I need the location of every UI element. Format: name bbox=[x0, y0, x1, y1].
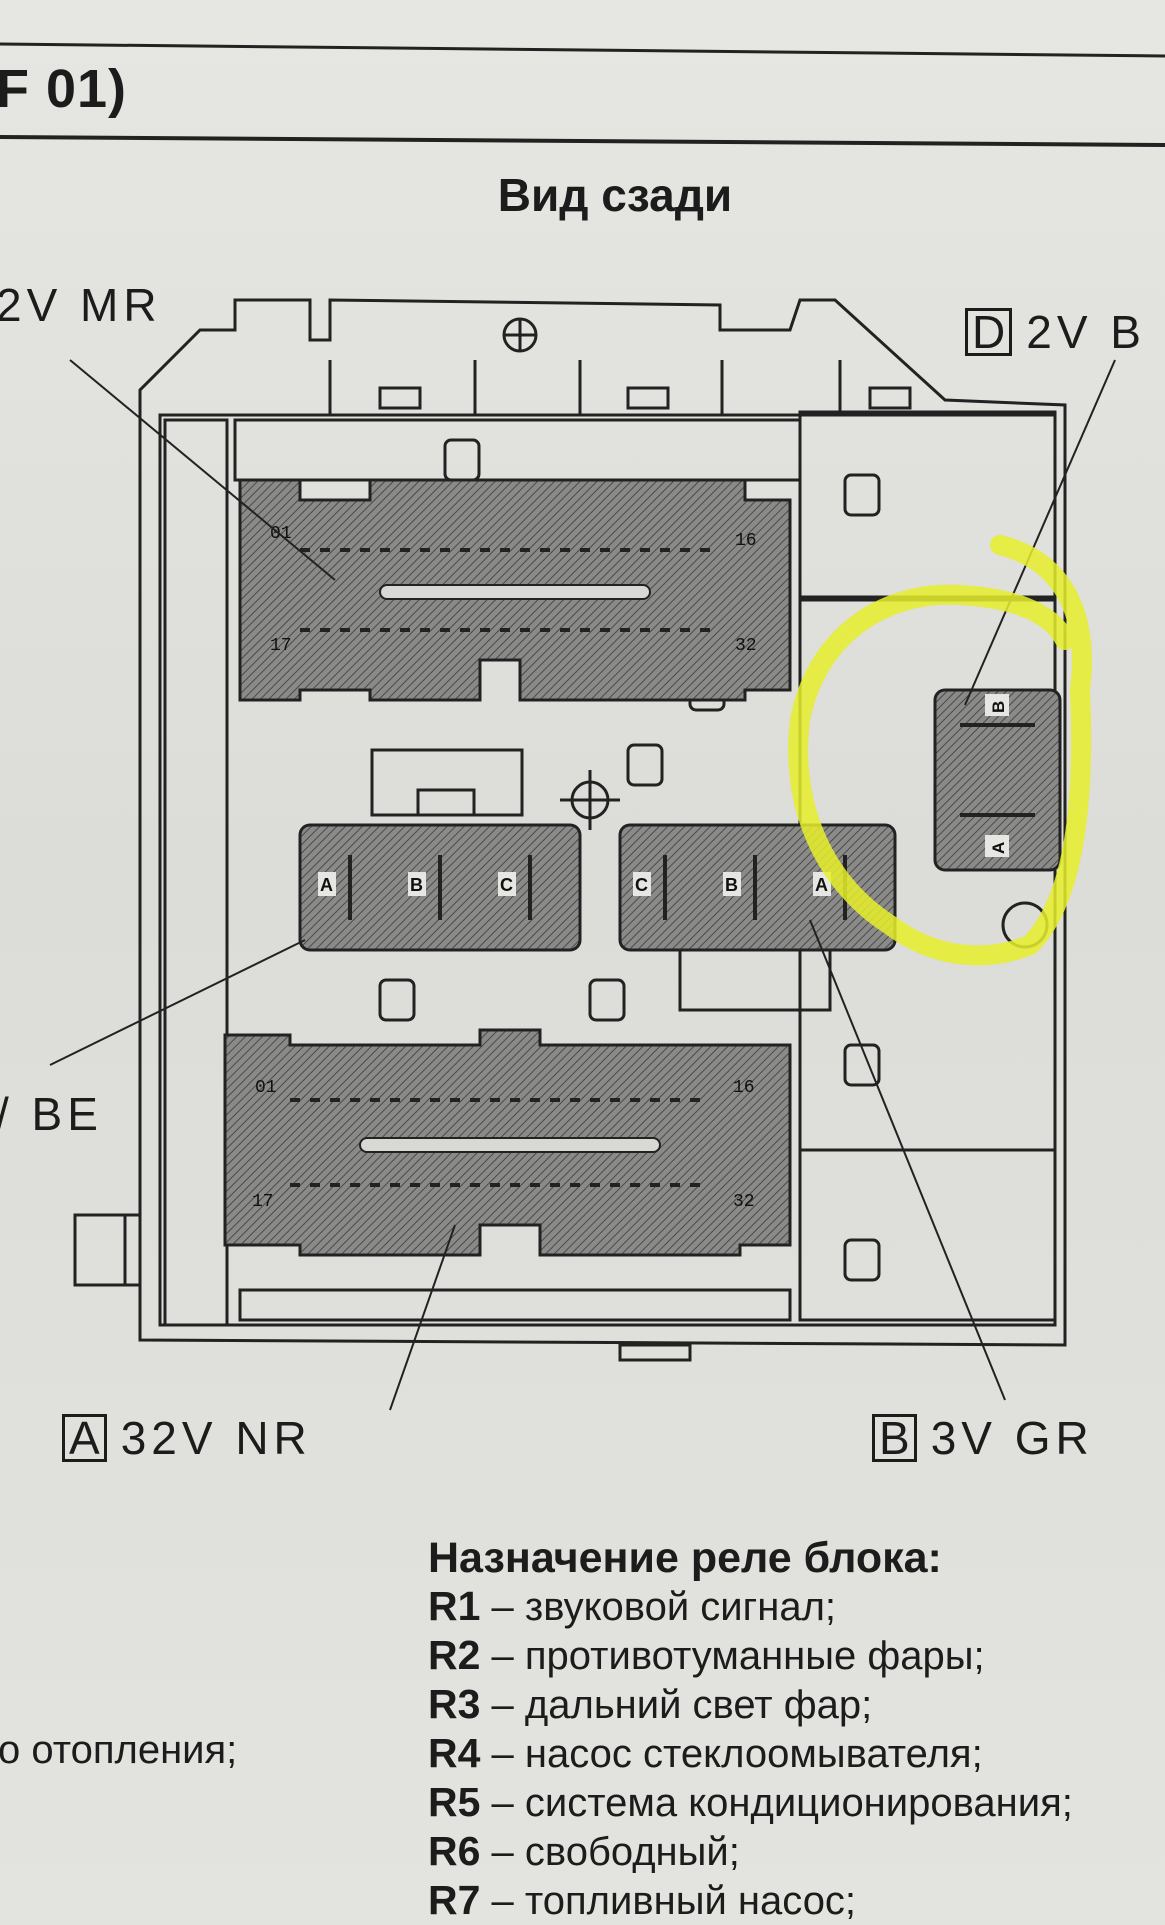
cut-off-text-fragment: о отопления; bbox=[0, 1728, 238, 1772]
legend-item: R6 – свободный; bbox=[428, 1828, 740, 1874]
pin-label: 16 bbox=[735, 531, 757, 551]
pin-label: 32 bbox=[733, 1192, 755, 1212]
header-rule-top bbox=[0, 42, 1165, 58]
pin-label: 32 bbox=[735, 636, 757, 656]
leader-lines bbox=[49, 359, 1116, 1411]
callout-top-left: 2V MR bbox=[0, 279, 162, 331]
diagram-title: Вид сзади bbox=[497, 169, 733, 221]
pin-label: 17 bbox=[252, 1192, 274, 1212]
relay-legend: Назначение реле блока: R1 – звуковой сиг… bbox=[428, 1534, 1073, 1925]
section-header-fragment: F 01) bbox=[0, 59, 128, 119]
callout-left: / BE bbox=[0, 1088, 103, 1140]
legend-title: Назначение реле блока: bbox=[428, 1534, 942, 1582]
pin-label: A bbox=[815, 875, 828, 895]
header-rule-bottom bbox=[0, 135, 1165, 147]
pin-label: 17 bbox=[270, 636, 292, 656]
legend-item: R1 – звуковой сигнал; bbox=[428, 1583, 837, 1629]
pin-label: B bbox=[725, 875, 738, 895]
legend-item: R7 – топливный насос; bbox=[428, 1877, 857, 1923]
connector-bottom-32pin: 01 16 17 32 bbox=[223, 1028, 792, 1257]
pin-label: A bbox=[320, 875, 333, 895]
connector-top-32pin: 01 16 17 32 bbox=[238, 478, 792, 702]
pin-label: A bbox=[989, 842, 1008, 854]
legend-item: R3 – дальний свет фар; bbox=[428, 1681, 873, 1727]
fuse-box-diagram: 01 16 17 32 A B C C B bbox=[0, 42, 1165, 1411]
pin-label: 01 bbox=[255, 1078, 277, 1098]
legend-item: R2 – противотуманные фары; bbox=[428, 1632, 985, 1678]
pin-label: 16 bbox=[733, 1078, 755, 1098]
legend-item: R4 – насос стеклоомывателя; bbox=[428, 1730, 983, 1776]
pin-label: B bbox=[410, 875, 423, 895]
side-connector-2pin: B A bbox=[933, 688, 1062, 872]
legend-item: R5 – система кондиционирования; bbox=[428, 1779, 1073, 1825]
pin-label: C bbox=[500, 875, 513, 895]
pin-label: B bbox=[989, 701, 1008, 713]
relay-connector-left: A B C bbox=[298, 823, 582, 952]
pin-label: C bbox=[635, 875, 648, 895]
highlighter-circle bbox=[788, 535, 1092, 966]
